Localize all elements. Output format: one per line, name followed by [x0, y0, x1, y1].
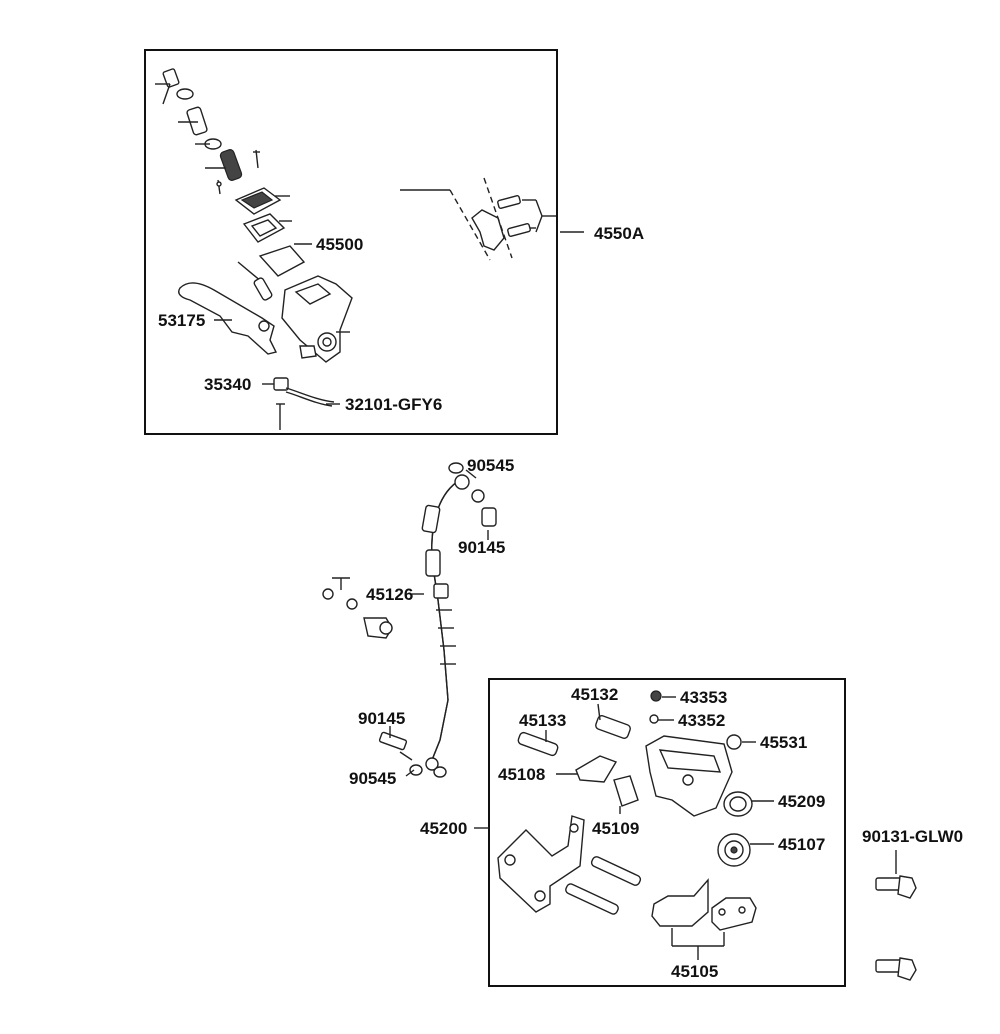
- pad-spring-retainer: [575, 755, 639, 814]
- label-45126: 45126: [366, 585, 413, 604]
- caliper-bracket: [497, 815, 585, 913]
- stop-switch: [273, 377, 335, 430]
- label-90145-top: 90145: [458, 538, 505, 557]
- label-45133: 45133: [519, 711, 566, 730]
- label-45209: 45209: [778, 792, 825, 811]
- label-35340: 35340: [204, 375, 251, 394]
- piston-and-seal: [717, 791, 753, 867]
- label-45109: 45109: [592, 819, 639, 838]
- label-90145-bottom: 90145: [358, 709, 405, 728]
- label-45108: 45108: [498, 765, 545, 784]
- master-cylinder-body: [237, 261, 353, 363]
- label-45132: 45132: [571, 685, 618, 704]
- hose-fittings: [378, 462, 497, 778]
- label-90545-top: 90545: [467, 456, 514, 475]
- hose-clamp-parts: [322, 577, 393, 639]
- label-43352: 43352: [678, 711, 725, 730]
- label-90131-GLW0: 90131-GLW0: [862, 827, 963, 846]
- master-cylinder-frame: [144, 49, 558, 435]
- label-45107: 45107: [778, 835, 825, 854]
- caliper-frame: [488, 678, 846, 987]
- brake-pads: [651, 878, 757, 960]
- handlebar-clamp: [400, 177, 556, 261]
- label-4550A: 4550A: [594, 224, 644, 243]
- slide-pins: [517, 715, 642, 915]
- label-45200: 45200: [420, 819, 467, 838]
- leader-lines: [214, 231, 774, 845]
- label-45531: 45531: [760, 733, 807, 752]
- label-90545-bottom: 90545: [349, 769, 396, 788]
- brake-hose: [421, 474, 470, 771]
- reservoir-cover-parts: [234, 187, 306, 277]
- bleeder-parts: [649, 690, 742, 750]
- label-32101-GFY6: 32101-GFY6: [345, 395, 442, 414]
- label-45105: 45105: [671, 962, 718, 981]
- label-45500: 45500: [316, 235, 363, 254]
- master-cylinder-small-parts: [155, 68, 260, 195]
- caliper-body: [645, 735, 733, 817]
- label-43353: 43353: [680, 688, 727, 707]
- label-53175: 53175: [158, 311, 205, 330]
- brake-lever: [178, 282, 278, 355]
- mount-bolts: [875, 850, 917, 981]
